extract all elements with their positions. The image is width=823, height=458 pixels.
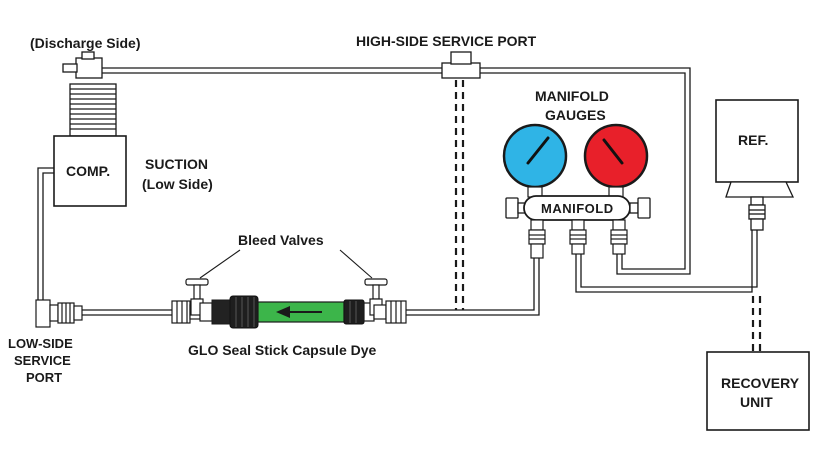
refrigerator-label: REF. [738, 132, 768, 148]
dye-injector-assembly [171, 249, 407, 329]
bleed-valves-label: Bleed Valves [238, 232, 324, 248]
pressure-gauge-icon [602, 138, 624, 165]
dye-capsule-label: GLO Seal Stick Capsule Dye [188, 342, 377, 358]
arrow-left-icon [276, 306, 322, 318]
low-side-port-label-line2: SERVICE [14, 353, 71, 368]
manifold-gauges-label-line2: GAUGES [545, 107, 606, 123]
low-side-gauge [502, 123, 568, 198]
high-side-service-port-fitting [441, 51, 481, 79]
hose-lines [37, 67, 758, 316]
compressor [53, 51, 127, 207]
compressor-label: COMP. [66, 163, 110, 179]
manifold-hose-fittings [528, 219, 628, 259]
low-side-service-port [35, 299, 83, 328]
low-side-port-label-line3: PORT [26, 370, 62, 385]
low-side-port-label-line1: LOW-SIDE [8, 336, 73, 351]
high-side-gauge [583, 123, 649, 198]
manifold-gauges-label-line1: MANIFOLD [535, 88, 609, 104]
recovery-unit-label-line1: RECOVERY [721, 375, 800, 391]
suction-label-line2: (Low Side) [142, 176, 213, 192]
right-coupler [373, 300, 407, 324]
recovery-unit [706, 351, 810, 431]
high-side-service-port-label: HIGH-SIDE SERVICE PORT [356, 33, 537, 49]
manifold-label: MANIFOLD [541, 201, 614, 216]
refrigerator-unit [715, 99, 799, 231]
discharge-side-label: (Discharge Side) [30, 35, 140, 51]
recovery-unit-label-line2: UNIT [740, 394, 773, 410]
manifold-body [505, 195, 651, 221]
dashed-lines [454, 80, 762, 352]
suction-label-line1: SUCTION [145, 156, 208, 172]
pressure-gauge-icon [526, 136, 550, 165]
